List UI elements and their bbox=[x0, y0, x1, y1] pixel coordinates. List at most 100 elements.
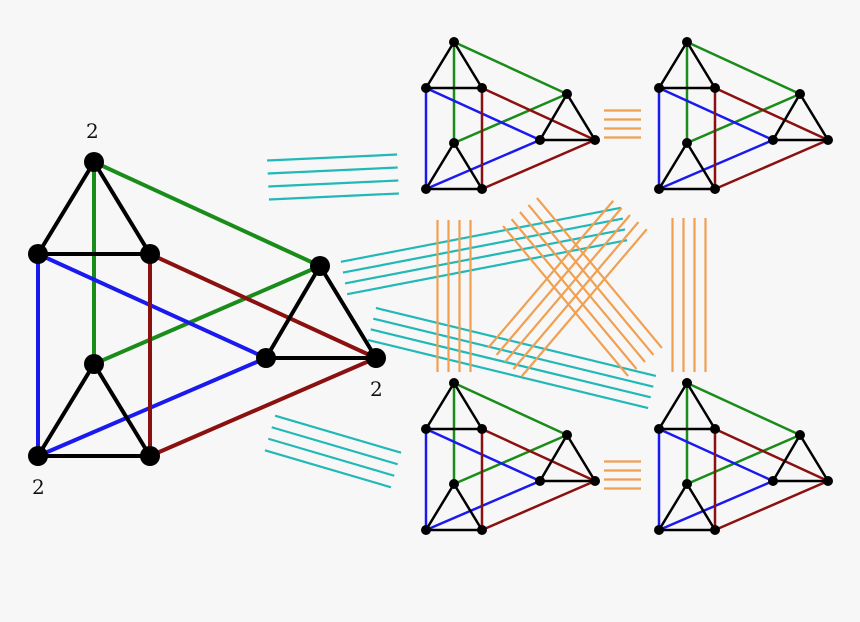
teal-bundle-lower-cross-line-1 bbox=[375, 306, 657, 378]
edge-black-ACc bbox=[685, 381, 717, 431]
teal-bundle-upper-cross-line-3 bbox=[344, 228, 626, 285]
vertex-F bbox=[477, 184, 487, 194]
edge-black-DE bbox=[36, 362, 96, 458]
teal-bundle-top-line-4 bbox=[268, 192, 399, 201]
vertex-E bbox=[421, 184, 431, 194]
main-graph bbox=[28, 152, 386, 466]
teal-bundle-upper-cross-line-2 bbox=[342, 217, 624, 274]
vertex-G bbox=[310, 256, 330, 276]
edge-black-DF bbox=[685, 482, 717, 532]
edge-red-FI bbox=[480, 138, 597, 191]
edge-red-FI bbox=[713, 479, 830, 532]
edge-black-GI bbox=[565, 92, 597, 142]
vertex-A bbox=[84, 152, 104, 172]
edge-black-DF bbox=[685, 141, 717, 191]
edge-black-GI bbox=[318, 264, 378, 360]
edge-black-GH bbox=[771, 92, 802, 142]
teal-bundle-lower-cross-line-3 bbox=[370, 328, 651, 399]
orange-bundle-diagonal-down-line-4 bbox=[510, 218, 638, 370]
vertex-B bbox=[654, 83, 664, 93]
small-graph-bottom-right bbox=[654, 378, 833, 535]
teal-bundle-top-line-1 bbox=[267, 153, 398, 162]
edge-red-FI bbox=[148, 356, 378, 458]
vertex-A bbox=[449, 37, 459, 47]
small-graph-bottom-left bbox=[421, 378, 600, 535]
orange-bundle-right-vertical bbox=[671, 218, 707, 372]
edge-black-DE bbox=[657, 482, 689, 532]
edge-black-GH bbox=[538, 92, 569, 142]
edge-green-AG bbox=[452, 381, 569, 437]
orange-bundle-diagonal-up-line-2 bbox=[512, 221, 640, 370]
vertex-B bbox=[421, 83, 431, 93]
edge-red-FI bbox=[480, 479, 597, 532]
vertex-G bbox=[562, 89, 572, 99]
vertex-I bbox=[366, 348, 386, 368]
edge-green-AG bbox=[685, 40, 802, 96]
small-graph-top-right bbox=[654, 37, 833, 194]
vertex-H bbox=[256, 348, 276, 368]
graph-drawings bbox=[28, 37, 833, 535]
vertex-G bbox=[562, 430, 572, 440]
edge-red-CcI bbox=[148, 252, 378, 360]
vertex-I bbox=[823, 476, 833, 486]
edge-green-DG bbox=[452, 433, 569, 486]
edge-black-GI bbox=[798, 92, 830, 142]
orange-bundle-diagonal-up-line-1 bbox=[520, 228, 648, 377]
edge-black-ACc bbox=[92, 160, 152, 256]
edge-black-AB bbox=[36, 160, 96, 256]
vertex-D bbox=[449, 479, 459, 489]
vertex-D bbox=[84, 354, 104, 374]
edge-black-ACc bbox=[685, 40, 717, 90]
edge-black-DE bbox=[424, 482, 456, 532]
vertex-E bbox=[421, 525, 431, 535]
edge-black-GI bbox=[798, 433, 830, 483]
edge-black-ACc bbox=[452, 40, 484, 90]
edge-black-DF bbox=[452, 482, 484, 532]
vertex-G bbox=[795, 430, 805, 440]
edge-black-AB bbox=[424, 381, 456, 431]
vertex-label-top: 2 bbox=[86, 119, 99, 143]
vertex-Cc bbox=[710, 83, 720, 93]
orange-bundle-diagonal-down-line-5 bbox=[502, 225, 629, 377]
orange-bundle-diagonal-up-line-3 bbox=[504, 214, 631, 363]
teal-bundle-bottom-line-1 bbox=[274, 414, 402, 454]
orange-bundle-diagonal-up-line-5 bbox=[487, 200, 615, 349]
vertex-I bbox=[590, 476, 600, 486]
vertex-I bbox=[823, 135, 833, 145]
edge-green-AG bbox=[92, 160, 322, 268]
edge-black-DE bbox=[424, 141, 456, 191]
orange-bundle-bottom bbox=[604, 460, 641, 490]
teal-bundle-bottom-line-2 bbox=[271, 426, 399, 466]
edge-green-AG bbox=[685, 381, 802, 437]
orange-bundle-diagonal-up-line-4 bbox=[495, 207, 623, 356]
edge-red-FI bbox=[713, 138, 830, 191]
vertex-F bbox=[140, 446, 160, 466]
vertex-H bbox=[768, 476, 778, 486]
teal-bundle-lower-cross-line-4 bbox=[367, 338, 649, 410]
orange-bundle-diagonal-down-line-2 bbox=[527, 204, 655, 356]
vertex-Cc bbox=[477, 424, 487, 434]
vertex-label-right: 2 bbox=[370, 377, 383, 401]
vertex-H bbox=[535, 135, 545, 145]
orange-bundle-diagonal-down-line-1 bbox=[536, 197, 663, 349]
edge-black-AB bbox=[424, 40, 456, 90]
vertex-H bbox=[768, 135, 778, 145]
vertex-B bbox=[28, 244, 48, 264]
edge-black-DE bbox=[657, 141, 689, 191]
edge-red-CcI bbox=[480, 86, 597, 142]
orange-bundle-left-vertical bbox=[436, 220, 472, 372]
vertex-B bbox=[421, 424, 431, 434]
teal-bundle-upper-cross-line-1 bbox=[340, 206, 622, 263]
vertex-Cc bbox=[477, 83, 487, 93]
edge-black-DF bbox=[92, 362, 152, 458]
vertex-A bbox=[449, 378, 459, 388]
vertex-Cc bbox=[710, 424, 720, 434]
edge-black-GH bbox=[538, 433, 569, 483]
vertex-E bbox=[654, 525, 664, 535]
edge-black-GI bbox=[565, 433, 597, 483]
vertex-D bbox=[682, 479, 692, 489]
edge-green-DG bbox=[685, 92, 802, 145]
teal-bundle-top bbox=[267, 153, 399, 201]
